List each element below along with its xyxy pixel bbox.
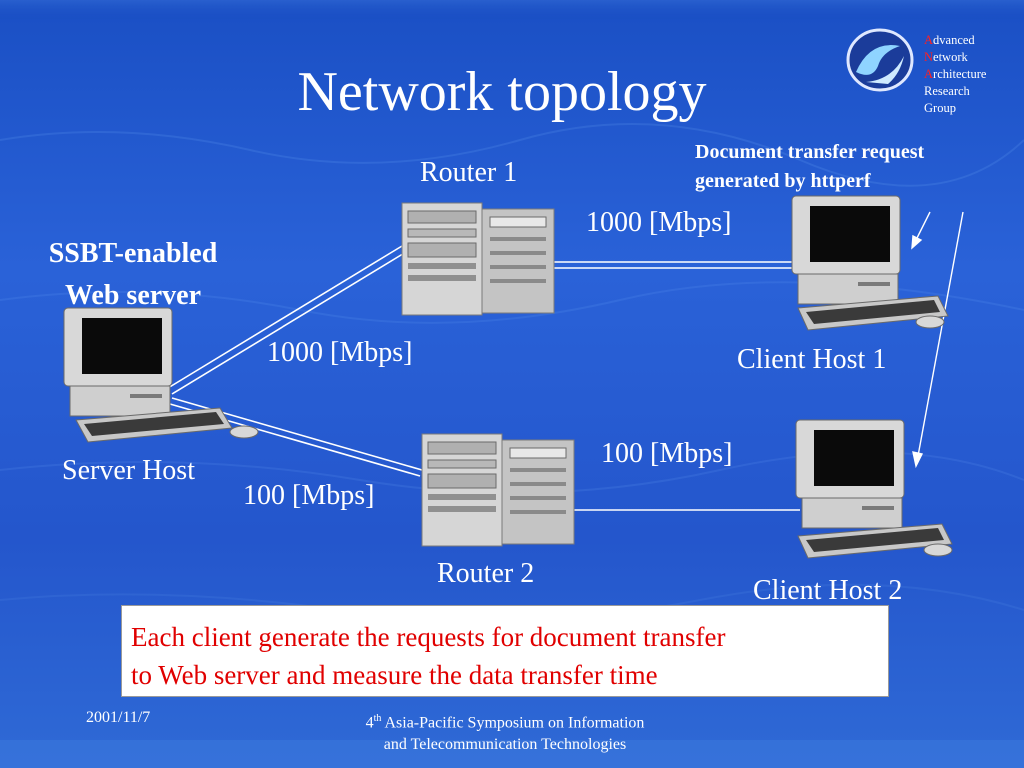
httperf-note-line-2: generated by httperf — [695, 170, 871, 192]
logo-line: Advanced — [924, 33, 975, 47]
router-2-label: Router 2 — [437, 558, 535, 589]
server-description-line-2: Web server — [64, 280, 202, 311]
caption-box: Each client generate the requests for do… — [121, 605, 889, 697]
router-1-icon — [401, 202, 555, 316]
logo-line: Group — [924, 101, 956, 115]
server-host-label: Server Host — [62, 455, 195, 486]
slide-title: Network topology — [297, 61, 707, 123]
lab-logo-icon — [846, 28, 914, 92]
request-arrows — [911, 211, 964, 469]
footer-conference-line-1: 4th Asia-Pacific Symposium on Informatio… — [365, 713, 645, 732]
link-speed-server-router2: 100 [Mbps] — [243, 480, 375, 511]
link-speed-server-router1: 1000 [Mbps] — [267, 337, 413, 368]
link-speed-router1-client1: 1000 [Mbps] — [586, 207, 732, 238]
lab-logo-text: Advanced Network Architecture Research G… — [924, 32, 986, 117]
logo-line: Architecture — [924, 67, 987, 81]
router-2-icon — [421, 433, 575, 547]
logo-line: Network — [924, 50, 968, 64]
client-host-2-computer-icon — [795, 419, 953, 559]
server-description: SSBT-enabled Web server — [28, 233, 238, 317]
client-host-2-label: Client Host 2 — [753, 575, 903, 606]
link-server-router1 — [167, 245, 407, 395]
client-host-1-label: Client Host 1 — [737, 344, 887, 375]
client-host-1-computer-icon — [791, 195, 949, 331]
router-1-label: Router 1 — [420, 157, 518, 188]
footer-conference-line-2: and Telecommunication Technologies — [383, 736, 627, 754]
caption-line-2: to Web server and measure the data trans… — [131, 660, 658, 690]
caption-line-1: Each client generate the requests for do… — [131, 622, 726, 652]
footer-date: 2001/11/7 — [86, 709, 151, 726]
httperf-note-line-1: Document transfer request — [695, 141, 925, 163]
footer-conference: 4th Asia-Pacific Symposium on Informatio… — [300, 708, 710, 756]
link-speed-router2-client2: 100 [Mbps] — [601, 438, 733, 469]
server-description-line-1: SSBT-enabled — [48, 238, 218, 269]
logo-line: Research — [924, 84, 970, 98]
link-router1-client1 — [552, 261, 798, 269]
httperf-note: Document transfer request generated by h… — [695, 138, 924, 196]
server-computer-icon — [63, 307, 259, 443]
